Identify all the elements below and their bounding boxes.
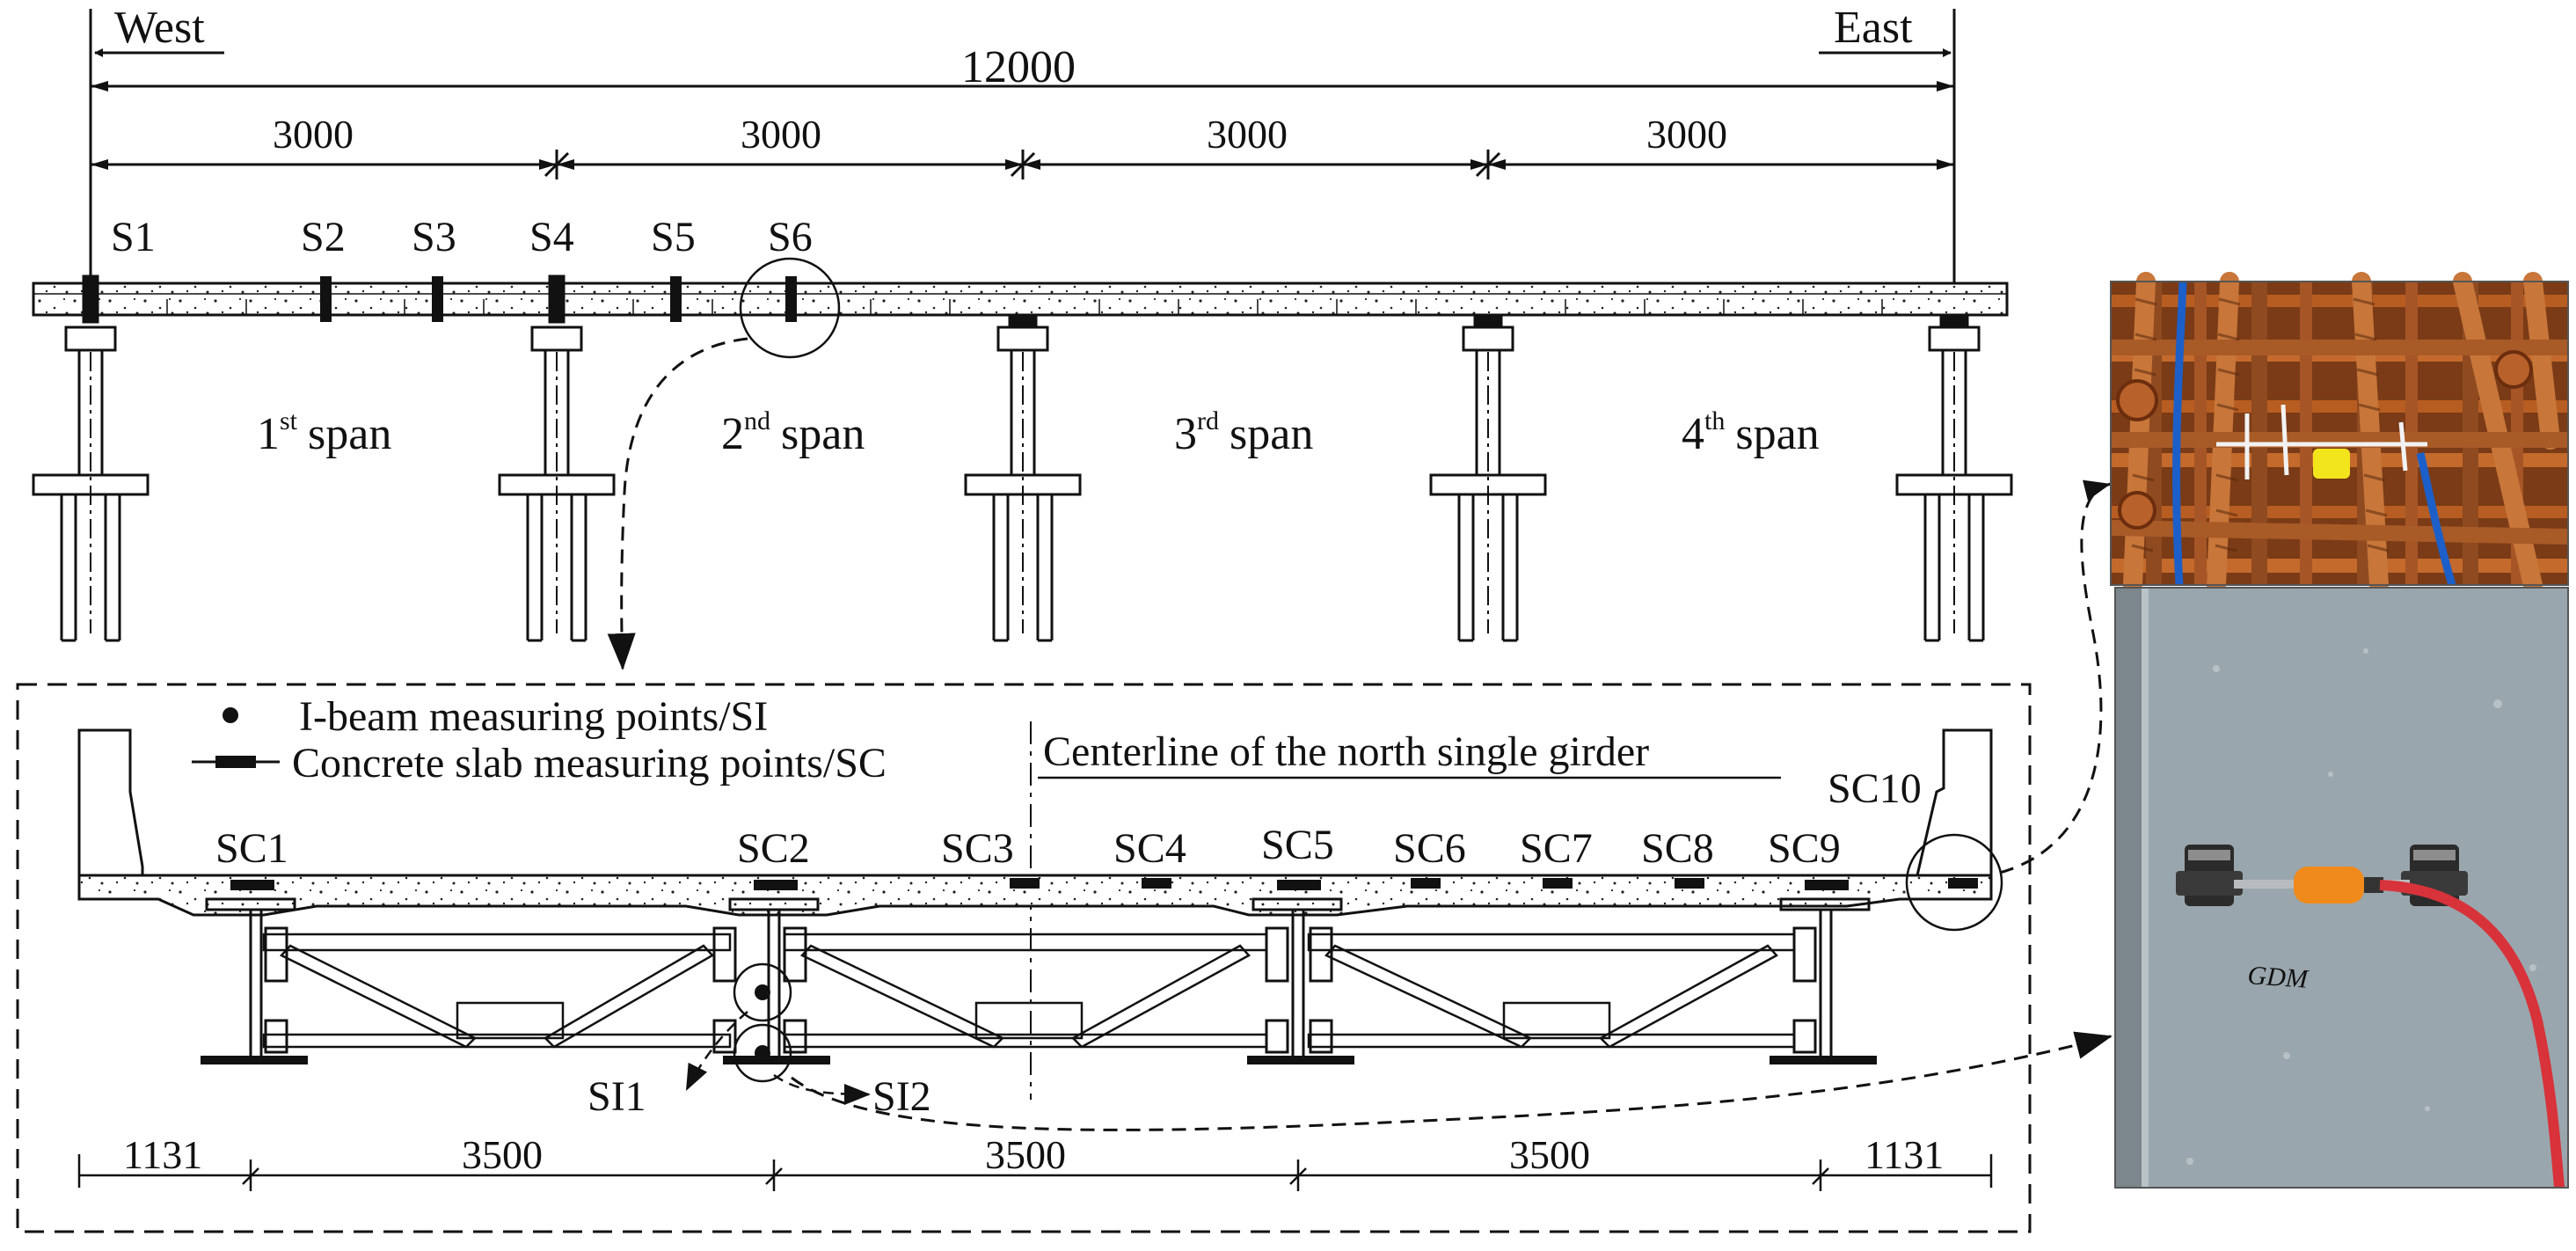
cross-frame-bay-1	[262, 933, 732, 1049]
pier-2	[498, 274, 616, 642]
slab-point-label-sc5: SC5	[1261, 822, 1334, 868]
parapet-east	[1916, 728, 1993, 877]
cross-section-frame	[16, 683, 2032, 1233]
bottom-dim-3: 3500	[985, 1132, 1066, 1177]
slab-point-label-sc1: SC1	[215, 825, 288, 872]
bottom-dim-1: 1131	[123, 1132, 202, 1177]
si-to-photo-leader	[791, 1031, 2113, 1131]
cross-section-view: I-beam measuring points/SI Concrete slab…	[16, 479, 2113, 1233]
section-label-s5: S5	[651, 214, 696, 260]
slab-point-sc6	[1411, 878, 1441, 889]
elevation-view: West East 12000 3000 3000 3000	[32, 3, 2013, 670]
section-marker-s5	[670, 276, 682, 322]
ibeam-point-label-si1: SI1	[587, 1073, 646, 1120]
handwritten-gauge-mark: GDM	[2247, 961, 2310, 994]
centerline-label: Centerline of the north single girder	[1043, 728, 1649, 775]
slab-point-symbol	[215, 756, 256, 768]
pier-5	[1895, 315, 2013, 642]
section-label-s6: S6	[768, 214, 813, 260]
steel-web-strain-gauge-photo: GDM	[2114, 587, 2569, 1189]
span-length-1: 3000	[273, 112, 354, 157]
bottom-dim-4: 3500	[1509, 1132, 1590, 1177]
legend-slab-label: Concrete slab measuring points/SC	[292, 740, 887, 786]
girder-1	[201, 880, 308, 1064]
slab-point-label-sc9: SC9	[1768, 825, 1841, 872]
girder-3	[1247, 880, 1354, 1064]
bridge-deck	[32, 282, 2009, 317]
orange-sensor-icon	[2294, 867, 2364, 904]
slab-point-label-sc8: SC8	[1641, 825, 1714, 872]
pier-4	[1429, 315, 1547, 642]
direction-east-label: East	[1834, 3, 1913, 53]
pier-1	[32, 274, 150, 642]
section-marker-s3	[432, 276, 443, 322]
total-length-label: 12000	[961, 42, 1076, 92]
bottom-dim-2: 3500	[462, 1132, 543, 1177]
section-marker-s6	[785, 276, 797, 322]
slab-point-label-sc7: SC7	[1520, 825, 1593, 872]
span-length-4: 3000	[1646, 112, 1727, 157]
rebar-strain-gauge-photo	[2110, 272, 2569, 595]
bottom-dim-5: 1131	[1864, 1132, 1944, 1177]
cross-frame-bay-3	[1307, 933, 1796, 1049]
cross-section-slab	[77, 874, 1993, 917]
section-label-s1: S1	[111, 214, 156, 260]
girder-4	[1770, 880, 1877, 1064]
girder-2	[712, 880, 830, 1064]
slab-point-sc10	[1948, 878, 1978, 889]
slab-point-label-sc6: SC6	[1393, 825, 1466, 872]
slab-point-sc8	[1675, 878, 1704, 889]
si2-leader	[773, 1073, 872, 1105]
slab-point-label-sc10: SC10	[1828, 765, 1922, 812]
cross-frame-bay-2	[783, 933, 1268, 1049]
slab-point-sc7	[1543, 878, 1573, 889]
span-length-3: 3000	[1207, 112, 1288, 157]
direction-west-label: West	[114, 3, 205, 53]
s6-detail-circle	[739, 257, 841, 359]
section-label-s3: S3	[412, 214, 456, 260]
sc10-to-photo-leader	[1999, 479, 2112, 874]
span-length-2: 3000	[741, 112, 821, 157]
s6-to-section-leader	[607, 337, 748, 670]
parapet-west	[77, 728, 144, 877]
slab-point-sc4	[1142, 878, 1171, 889]
ibeam-detail-circle-upper	[733, 962, 792, 1022]
section-marker-s2	[320, 276, 332, 322]
ibeam-point-si1	[755, 984, 770, 1000]
si1-leader	[684, 1011, 748, 1092]
sc10-detail-circle	[1905, 833, 2003, 932]
section-label-s2: S2	[301, 214, 346, 260]
ibeam-point-si2	[755, 1045, 770, 1061]
pier-3	[964, 315, 1082, 642]
legend-ibeam-label: I-beam measuring points/SI	[299, 693, 768, 740]
section-label-s4: S4	[529, 214, 574, 260]
ibeam-detail-circle-lower	[733, 1023, 792, 1083]
slab-point-label-sc3: SC3	[941, 825, 1014, 872]
slab-point-label-sc4: SC4	[1113, 825, 1186, 872]
ibeam-point-symbol	[223, 707, 238, 723]
slab-point-label-sc2: SC2	[737, 825, 810, 872]
yellow-sensor-icon	[2313, 449, 2350, 479]
slab-point-sc3	[1010, 878, 1040, 889]
